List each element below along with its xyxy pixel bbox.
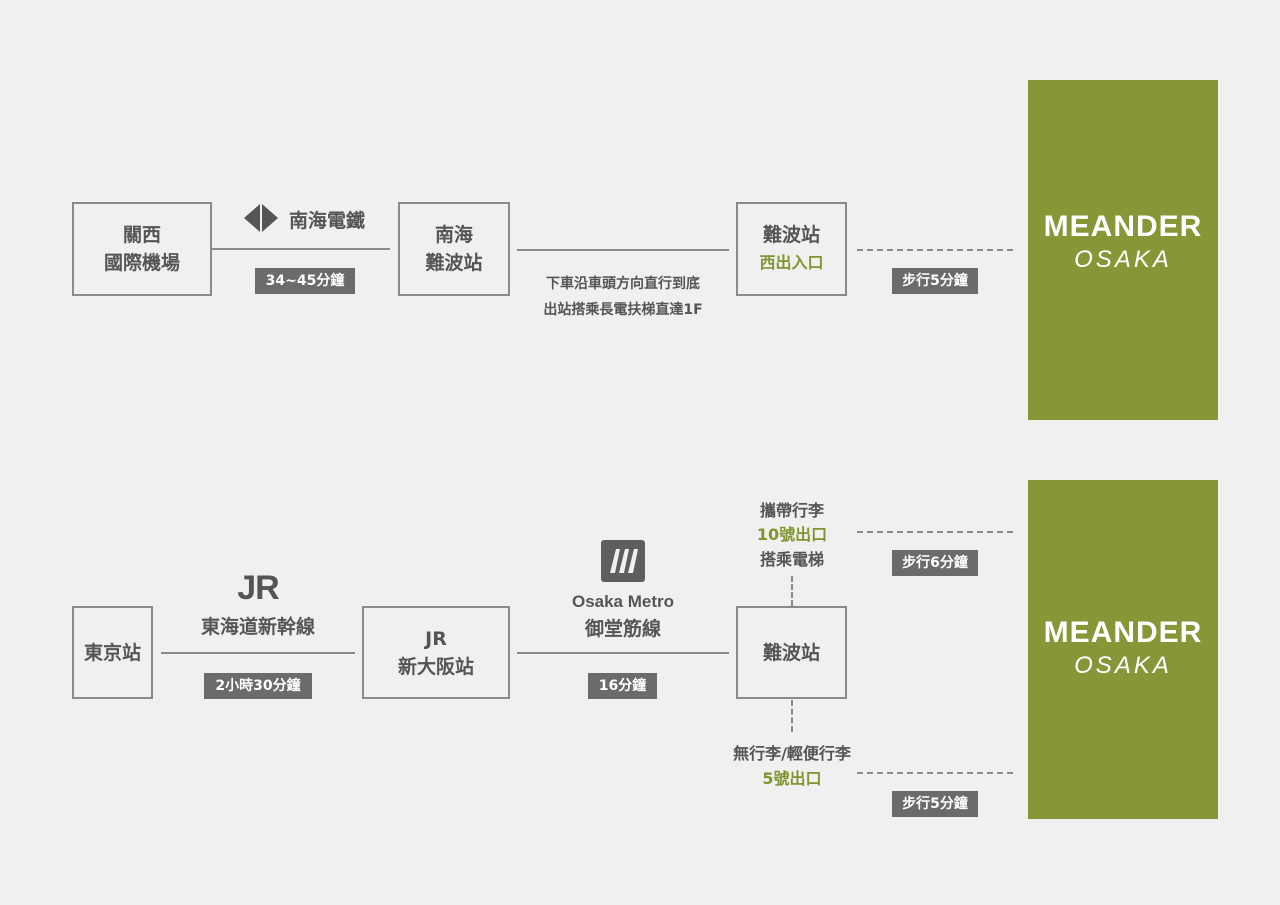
meander-osaka-panel-2: MEANDER OSAKA — [1028, 480, 1218, 819]
nankai-logo-label: 南海電鐵 — [289, 209, 366, 232]
osaka-city: OSAKA — [1074, 246, 1172, 273]
lower-note-line1: 無行李/輕便行李 — [733, 744, 851, 763]
osaka-city-2: OSAKA — [1074, 652, 1172, 679]
duration-tag-nankai: 34~45分鐘 — [255, 268, 355, 294]
walk-tag-upper: 步行6分鐘 — [892, 550, 978, 576]
walk-tag-lower: 步行5分鐘 — [892, 791, 978, 817]
nankai-logo: 南海電鐵 — [241, 204, 365, 234]
shin-osaka-line1: JR — [425, 627, 447, 650]
meander-brand: MEANDER — [1043, 210, 1203, 243]
nankai-wings-icon — [244, 204, 278, 232]
nankai-namba-line1: 南海 — [434, 224, 473, 246]
duration-tag-shinkansen: 2小時30分鐘 — [204, 673, 312, 699]
upper-exit-connector — [791, 576, 793, 606]
transfer-instruction-line1: 下車沿車頭方向直行到底 — [546, 276, 700, 292]
connector-shinosaka-namba — [517, 652, 729, 654]
connector-tokyo-shinosaka — [161, 652, 355, 654]
tokaido-shinkansen-label: 東海道新幹線 — [200, 616, 315, 638]
namba-west-exit-box: 難波站 西出入口 — [736, 202, 847, 296]
meander-osaka-panel-1: MEANDER OSAKA — [1028, 80, 1218, 420]
namba-label: 難波站 — [762, 224, 820, 246]
nankai-namba-station-box: 南海 難波站 — [398, 202, 510, 296]
shin-osaka-station-box: JR 新大阪站 — [362, 606, 510, 699]
west-exit-label: 西出入口 — [759, 253, 824, 272]
shin-osaka-line2: 新大阪站 — [397, 655, 474, 678]
walk-path-upper — [857, 531, 1013, 533]
osaka-metro-logo-text: Osaka Metro — [571, 592, 675, 611]
namba-station-box-2: 難波站 — [736, 606, 847, 699]
tokyo-label: 東京站 — [83, 641, 141, 664]
duration-tag-metro: 16分鐘 — [588, 673, 657, 699]
kix-label-line1: 關西 — [122, 224, 161, 246]
upper-note-line1: 攜帶行李 — [759, 501, 824, 520]
lower-exit-connector — [791, 700, 793, 732]
upper-note-line3: 搭乘電梯 — [759, 550, 824, 569]
kix-label-line2: 國際機場 — [103, 252, 180, 274]
meander-brand-2: MEANDER — [1043, 616, 1203, 649]
nankai-namba-line2: 難波站 — [425, 252, 483, 274]
transfer-instruction-line2: 出站搭乘長電扶梯直達1F — [543, 302, 703, 318]
walk-path-route1 — [857, 249, 1013, 251]
kix-station-box: 關西 國際機場 — [72, 202, 212, 296]
tokyo-station-box: 東京站 — [72, 606, 153, 699]
connector-kix-nankai — [212, 248, 390, 250]
osaka-metro-icon — [601, 540, 645, 582]
namba-label-2: 難波站 — [762, 641, 820, 664]
connector-nankai-namba — [517, 249, 729, 251]
walk-tag-route1: 步行5分鐘 — [892, 268, 978, 294]
walk-path-lower — [857, 772, 1013, 774]
midosuji-line-label: 御堂筋線 — [584, 618, 661, 640]
exit-10-label: 10號出口 — [756, 525, 828, 544]
exit-5-label: 5號出口 — [762, 769, 822, 788]
jr-logo: JR — [237, 569, 279, 607]
